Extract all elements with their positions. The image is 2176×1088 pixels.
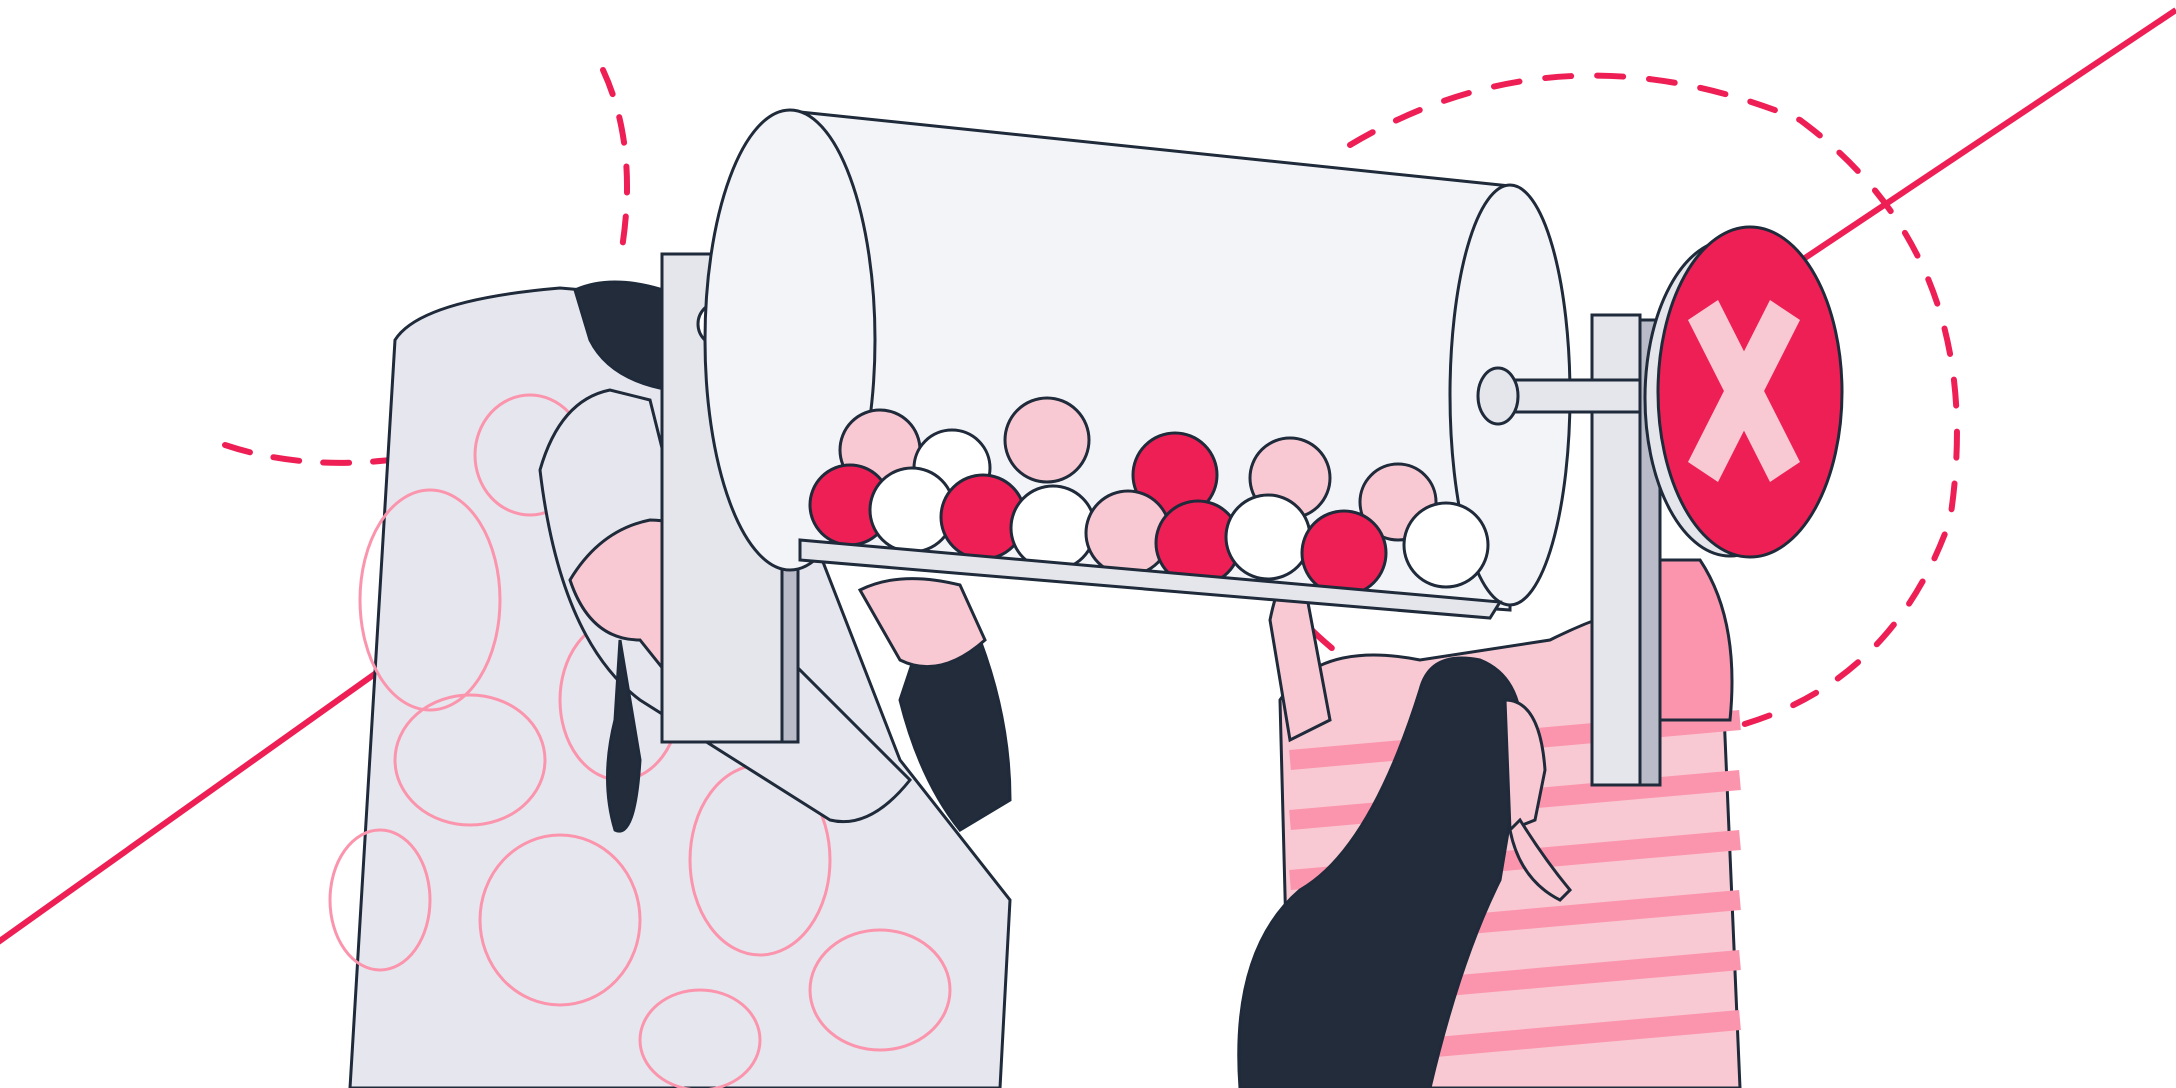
lottery-balls (808, 396, 1490, 597)
drum-tray (798, 538, 1503, 620)
x-mark-icon (1643, 225, 1844, 559)
dashed-orbit-left (222, 67, 630, 466)
right-person (1237, 557, 1742, 1088)
